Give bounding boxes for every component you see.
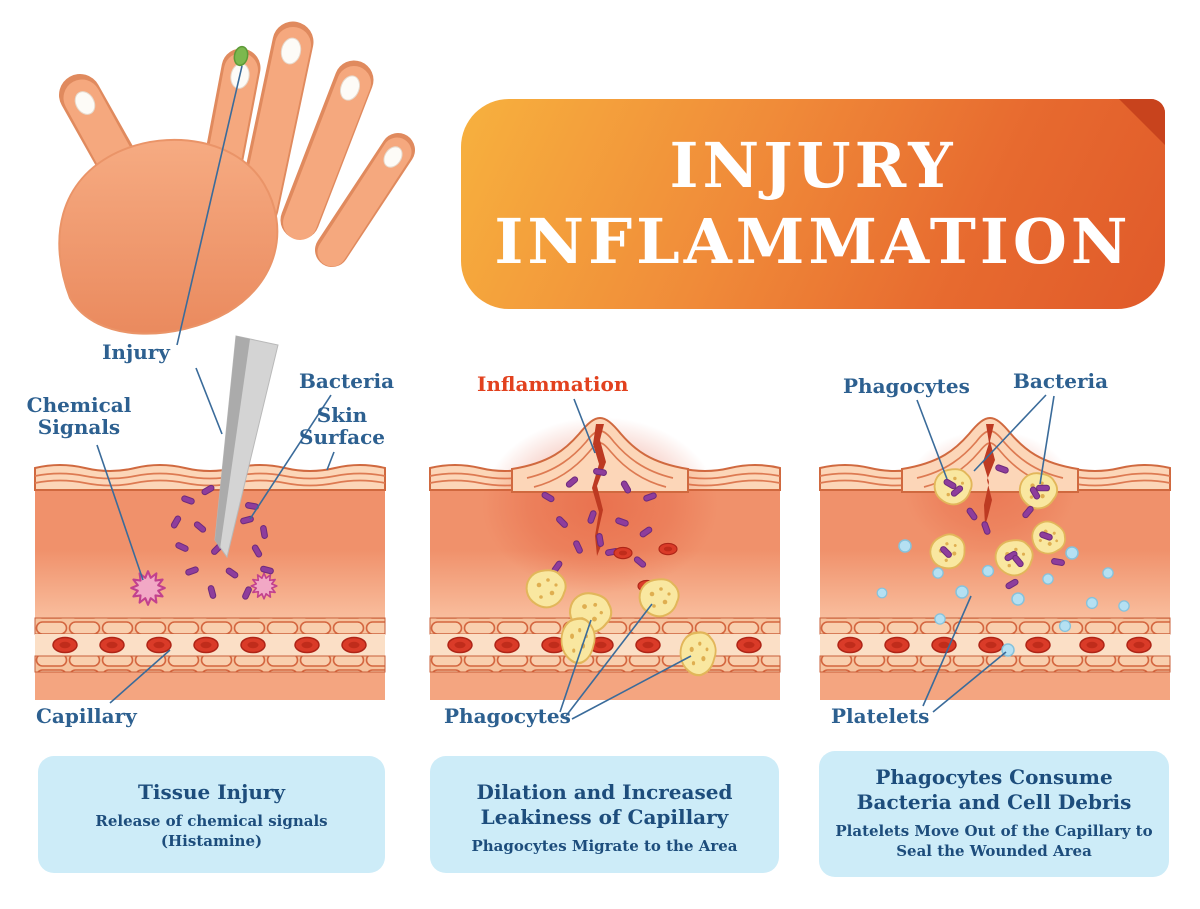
caption-title: Dilation and Increased Leakiness of Capi… (476, 780, 733, 829)
caption-title: Tissue Injury (137, 780, 286, 804)
label-phagocytes-panel3: Phagocytes (843, 374, 970, 398)
label-platelets: Platelets (831, 704, 930, 728)
caption-title: Phagocytes Consume Bacteria and Cell Deb… (856, 765, 1132, 814)
splinter-icon (214, 335, 279, 559)
caption-body: Phagocytes Migrate to the Area (471, 837, 738, 855)
injured-hand-illustration (58, 21, 415, 335)
banner-title-line1: INJURY (669, 129, 957, 203)
skin-panel-phagocytosis (820, 417, 1170, 700)
label-chemical-signals: Chemical Signals (26, 393, 132, 440)
splinter-entry-icon (233, 45, 249, 67)
caption-box-phagocytosis: Phagocytes Consume Bacteria and Cell Deb… (819, 751, 1169, 877)
label-inflammation: Inflammation (477, 372, 629, 396)
label-phagocytes-panel2: Phagocytes (444, 704, 571, 728)
caption-box-dilation: Dilation and Increased Leakiness of Capi… (430, 756, 779, 873)
wound-crack (983, 424, 995, 526)
palm (58, 138, 279, 335)
label-capillary: Capillary (36, 704, 137, 728)
wound-crack (592, 424, 606, 556)
label-skin-surface: Skin Surface (299, 403, 385, 450)
title-banner: INJURY INFLAMMATION (461, 99, 1165, 309)
caption-body: Platelets Move Out of the Capillary to S… (835, 822, 1153, 860)
label-bacteria-panel1: Bacteria (299, 369, 395, 393)
leader-lines (96, 65, 1055, 720)
skin-panel-inflammation (430, 417, 780, 700)
banner-corner-fold (1119, 99, 1165, 145)
label-injury: Injury (102, 340, 170, 364)
caption-box-tissue-injury: Tissue Injury Release of chemical signal… (38, 756, 385, 873)
label-bacteria-panel3: Bacteria (1013, 369, 1109, 393)
caption-body: Release of chemical signals (Histamine) (95, 812, 328, 850)
skin-panel-tissue-injury (35, 335, 385, 700)
banner-title-line2: INFLAMMATION (494, 205, 1132, 278)
